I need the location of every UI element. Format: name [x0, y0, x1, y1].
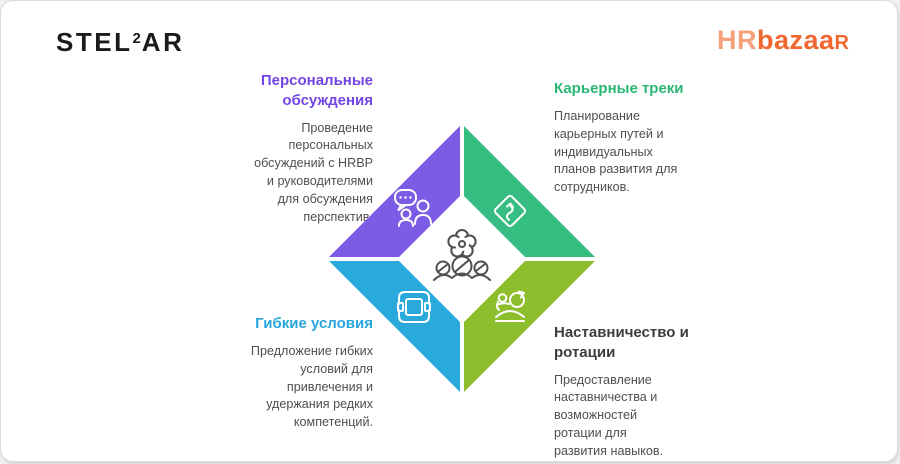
mentorship-rotation-icon	[495, 290, 525, 322]
quadrant-title-personal-discussions: Персональные обсуждения	[260, 72, 373, 109]
chat-people-icon	[394, 189, 432, 227]
quadrant-body-personal-discussions: Проведение персональных обсуждений с HRB…	[254, 120, 373, 224]
diamond-diagram	[329, 126, 595, 392]
quadrant-text-flexible-conditions: Гибкие условия Предложение гибких услови…	[215, 314, 373, 432]
quadrant-shape-bottom-right	[464, 261, 595, 392]
quadrant-text-personal-discussions: Персональные обсуждения Проведение персо…	[215, 71, 373, 227]
quadrant-body-mentorship-rotations: Предоставление наставничества и возможно…	[554, 372, 664, 459]
hrbazaar-logo-hr: HR	[717, 25, 757, 55]
quadrant-shape-top-right	[464, 126, 595, 257]
quadrant-title-career-tracks: Карьерные треки	[554, 80, 684, 97]
hrbazaar-logo-small-r: R	[834, 32, 850, 54]
quadrant-shape-top-left	[329, 126, 460, 257]
quadrant-text-career-tracks: Карьерные треки Планирование карьерных п…	[554, 79, 686, 197]
team-gear-icon	[433, 229, 491, 281]
quadrant-body-career-tracks: Планирование карьерных путей и индивидуа…	[554, 108, 678, 195]
stellar-logo-text: STEL	[56, 27, 133, 57]
quadrant-shape-bottom-left	[329, 261, 460, 392]
briefcase-icon	[397, 291, 431, 323]
stellar-logo-text-2: AR	[141, 27, 185, 57]
quadrant-title-mentorship-rotations: Наставничество и ротации	[554, 324, 689, 361]
stellar-logo-sup2: 2	[132, 30, 142, 47]
stellar-logo: STEL2AR	[56, 27, 184, 58]
hrbazaar-logo-bazaar: bazaa	[757, 25, 835, 55]
hrbazaar-logo: HRbazaaR	[717, 25, 850, 56]
career-path-sign-icon	[493, 194, 527, 228]
quadrant-title-flexible-conditions: Гибкие условия	[255, 315, 373, 332]
quadrant-text-mentorship-rotations: Наставничество и ротации Предоставление …	[554, 323, 694, 461]
quadrant-body-flexible-conditions: Предложение гибких условий для привлечен…	[250, 343, 373, 430]
